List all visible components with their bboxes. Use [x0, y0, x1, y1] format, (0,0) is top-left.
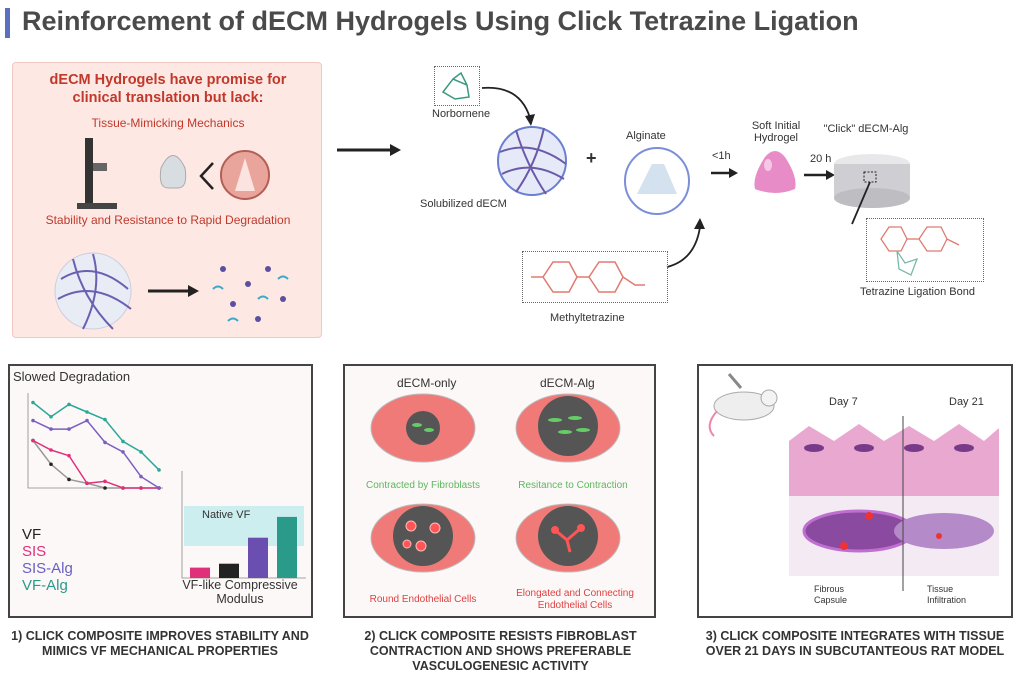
time-20h-label: 20 h [810, 153, 832, 165]
bar-vf-alg [277, 516, 297, 578]
point-sis-alg [121, 450, 125, 454]
degradation-line-chart [27, 393, 163, 490]
degradation-illustration [54, 252, 289, 330]
caption-3: 3) CLICK COMPOSITE INTEGRATES WITH TISSU… [705, 629, 1005, 658]
bar-sis [190, 567, 210, 578]
problem-panel: dECM Hydrogels have promise for clinical… [12, 62, 322, 338]
modulus-bar-chart [181, 471, 306, 579]
day-21-label: Day 21 [949, 396, 984, 408]
day-7-label: Day 7 [829, 396, 858, 408]
tissue-infiltration-label: Tissue Infiltration [927, 584, 967, 605]
point-vf [103, 486, 107, 490]
click-decm-alg-label: "Click" dECM-Alg [823, 123, 909, 135]
decm-alg-label: dECM-Alg [540, 376, 595, 390]
resistance-label: Resitance to Contraction [518, 480, 628, 491]
fibroblast-panel: dECM-only dECM-Alg Contracted by Fibrobl… [343, 364, 656, 618]
point-vf-alg [139, 450, 143, 454]
point-vf-alg [121, 439, 125, 444]
series-vf-alg [32, 401, 160, 471]
arrow-1h [711, 168, 738, 178]
point-sis-alg [139, 474, 143, 479]
round-cells-label: Round Endothelial Cells [369, 594, 477, 605]
series-sis-alg [32, 419, 160, 489]
mechanics-illustration [77, 138, 270, 209]
alginate-icon [624, 147, 690, 215]
point-sis [31, 438, 35, 443]
page-title: Reinforcement of dECM Hydrogels Using Cl… [22, 6, 859, 36]
axes [27, 393, 163, 489]
point-vf-alg [67, 402, 71, 407]
legend-sis: SIS [22, 543, 47, 560]
problem-heading: dECM Hydrogels have promise for clinical… [49, 72, 287, 106]
point-sis-alg [103, 440, 107, 445]
stability-label: Stability and Resistance to Rapid Degrad… [45, 213, 291, 227]
flow-arrow [337, 144, 401, 156]
caption-2: 2) CLICK COMPOSITE RESISTS FIBROBLAST CO… [364, 629, 637, 673]
rat-model-panel: Day 7 Day 21 Fibrous Capsule Tissue Infi… [697, 364, 1013, 618]
title-accent-bar [5, 8, 10, 38]
methyltetrazine-structure [522, 251, 668, 303]
solubilized-decm-label: Solubilized dECM [420, 198, 507, 210]
legend: VF SIS SIS-Alg VF-Alg [22, 526, 73, 594]
point-sis-alg [157, 486, 161, 490]
norbornene-label: Norbornene [432, 108, 491, 120]
series-sis [32, 439, 159, 489]
degradation-title: Slowed Degradation [13, 369, 131, 384]
solubilized-decm-icon [497, 126, 567, 196]
modulus-title: VF-like Compressive Modulus [182, 578, 298, 606]
alginate-label: Alginate [626, 130, 666, 142]
caption-1: 1) CLICK COMPOSITE IMPROVES STABILITY AN… [11, 629, 309, 658]
legend-vf-alg: VF-Alg [22, 577, 68, 594]
point-vf-alg [85, 410, 89, 414]
click-hydrogel-icon [834, 154, 910, 225]
native-vf-label: Native VF [202, 509, 251, 521]
soft-hydrogel-icon [754, 151, 796, 193]
point-sis-alg [31, 418, 35, 423]
point-sis-alg [49, 427, 53, 431]
point-sis-alg [67, 427, 71, 431]
plus-sign: + [586, 148, 597, 168]
point-sis [85, 481, 89, 486]
point-vf-alg [103, 417, 107, 422]
point-vf-alg [49, 414, 53, 419]
ligation-bond-structure [866, 218, 984, 282]
bar-vf [219, 563, 239, 578]
point-vf [49, 462, 53, 467]
point-vf-alg [157, 468, 161, 472]
norbornene-structure [434, 66, 480, 106]
mechanics-label: Tissue-Mimicking Mechanics [91, 116, 245, 130]
point-vf [67, 477, 71, 482]
soft-hydrogel-label: Soft Initial Hydrogel [751, 120, 801, 144]
time-1h-label: <1h [712, 150, 731, 162]
curved-arrow [481, 86, 535, 126]
fibrous-capsule-label: Fibrous Capsule [814, 584, 848, 605]
bar-sis-alg [248, 537, 268, 578]
elongated-cells-label: Elongated and Connecting Endothelial Cel… [516, 588, 634, 611]
decm-only-label: dECM-only [397, 376, 457, 390]
curved-arrow-up [666, 218, 705, 268]
contracted-label: Contracted by Fibroblasts [366, 480, 480, 491]
degradation-panel: Slowed Degradation VF SIS SIS-Alg VF-Alg… [8, 364, 313, 618]
legend-vf: VF [22, 526, 42, 543]
point-vf-alg [31, 400, 35, 405]
point-sis [49, 448, 53, 452]
point-sis [121, 486, 125, 490]
legend-sis-alg: SIS-Alg [22, 560, 73, 577]
point-sis [67, 453, 71, 458]
arrow-20h [804, 170, 835, 180]
methyltetrazine-label: Methyltetrazine [550, 312, 625, 324]
well-illustrations [370, 393, 621, 573]
point-sis [139, 486, 143, 490]
histology-illustration [708, 373, 999, 591]
point-sis-alg [85, 418, 89, 423]
point-sis [103, 479, 107, 484]
ligation-bond-label: Tetrazine Ligation Bond [860, 286, 975, 298]
